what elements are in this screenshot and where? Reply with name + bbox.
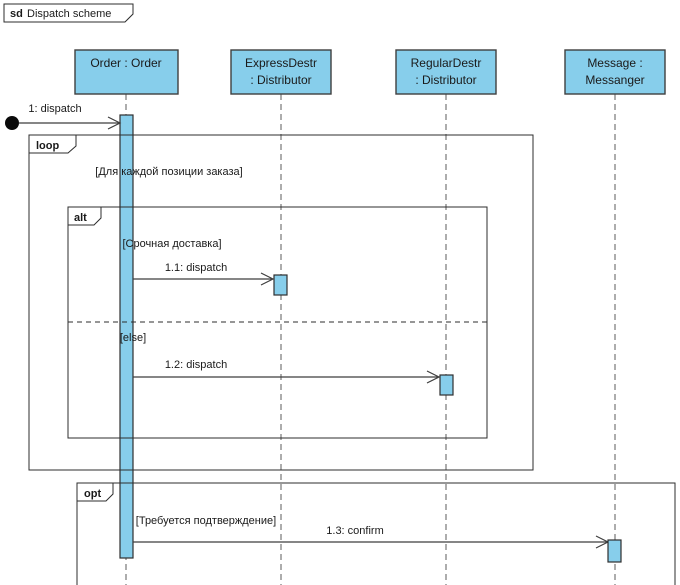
- message-1-dispatch[interactable]: 1: dispatch: [5, 103, 122, 130]
- message-1-label: 1: dispatch: [28, 103, 81, 115]
- message-1-1-label: 1.1: dispatch: [165, 262, 227, 274]
- lifeline-regulardestr-name-line1: RegularDestr: [411, 56, 482, 70]
- fragment-opt-operator-label: opt: [84, 488, 101, 500]
- fragment-opt[interactable]: opt [Требуется подтверждение]: [76, 482, 676, 585]
- activation-order[interactable]: [119, 114, 134, 559]
- fragment-alt-guard-urgent: [Срочная доставка]: [122, 238, 221, 250]
- frame-title-text: Dispatch scheme: [27, 8, 111, 20]
- fragment-alt-operator-tab: [67, 206, 102, 226]
- fragment-alt[interactable]: alt [Срочная доставка] [else]: [67, 206, 488, 439]
- diagram-frame-title: sd Dispatch scheme: [3, 3, 134, 23]
- fragment-opt-operator-tab: [76, 482, 114, 502]
- message-1-2-dispatch[interactable]: 1.2: dispatch: [133, 359, 441, 384]
- fragment-alt-guard-else: [else]: [120, 332, 146, 344]
- fragment-alt-operator-label: alt: [74, 212, 87, 224]
- lifeline-messanger-name-line2: Messanger: [585, 73, 644, 87]
- lifeline-messanger-head[interactable]: [564, 49, 666, 95]
- lifeline-expressdestr-name-line1: ExpressDestr: [245, 56, 317, 70]
- fragment-loop-border: [28, 134, 534, 471]
- activation-regulardestr[interactable]: [439, 374, 454, 396]
- open-arrowhead-icon: [107, 116, 122, 130]
- fragment-loop-operator-label: loop: [36, 140, 59, 152]
- message-1-3-label: 1.3: confirm: [326, 525, 383, 537]
- message-1-2-label: 1.2: dispatch: [165, 359, 227, 371]
- activation-expressdestr[interactable]: [273, 274, 288, 296]
- message-1-1-dispatch[interactable]: 1.1: dispatch: [133, 262, 275, 286]
- lifeline-expressdestr[interactable]: ExpressDestr : Distributor: [230, 49, 332, 585]
- lifeline-messanger-name-line1: Message :: [587, 56, 642, 70]
- fragment-loop[interactable]: loop [Для каждой позиции заказа]: [28, 134, 534, 471]
- lifeline-order-name: Order : Order: [90, 56, 161, 70]
- activation-messanger[interactable]: [607, 539, 622, 563]
- lifeline-order[interactable]: Order : Order: [74, 49, 179, 585]
- message-1-3-confirm[interactable]: 1.3: confirm: [133, 525, 610, 549]
- lifeline-regulardestr-name-line2: : Distributor: [415, 73, 476, 87]
- lifeline-order-head[interactable]: [74, 49, 179, 95]
- frame-title-tab: [3, 3, 134, 23]
- lifeline-messanger[interactable]: Message : Messanger: [564, 49, 666, 585]
- lifeline-regulardestr[interactable]: RegularDestr : Distributor: [395, 49, 497, 585]
- fragment-opt-guard: [Требуется подтверждение]: [136, 515, 276, 527]
- fragment-opt-border: [76, 482, 676, 585]
- frame-keyword: sd: [10, 8, 23, 20]
- open-arrowhead-icon: [260, 272, 275, 286]
- lifeline-expressdestr-name-line2: : Distributor: [250, 73, 311, 87]
- fragment-loop-operator-tab: [28, 134, 77, 154]
- lifeline-expressdestr-head[interactable]: [230, 49, 332, 95]
- fragment-loop-guard: [Для каждой позиции заказа]: [95, 166, 242, 178]
- lifeline-regulardestr-head[interactable]: [395, 49, 497, 95]
- open-arrowhead-icon: [426, 370, 441, 384]
- found-message-endpoint-icon: [5, 116, 19, 130]
